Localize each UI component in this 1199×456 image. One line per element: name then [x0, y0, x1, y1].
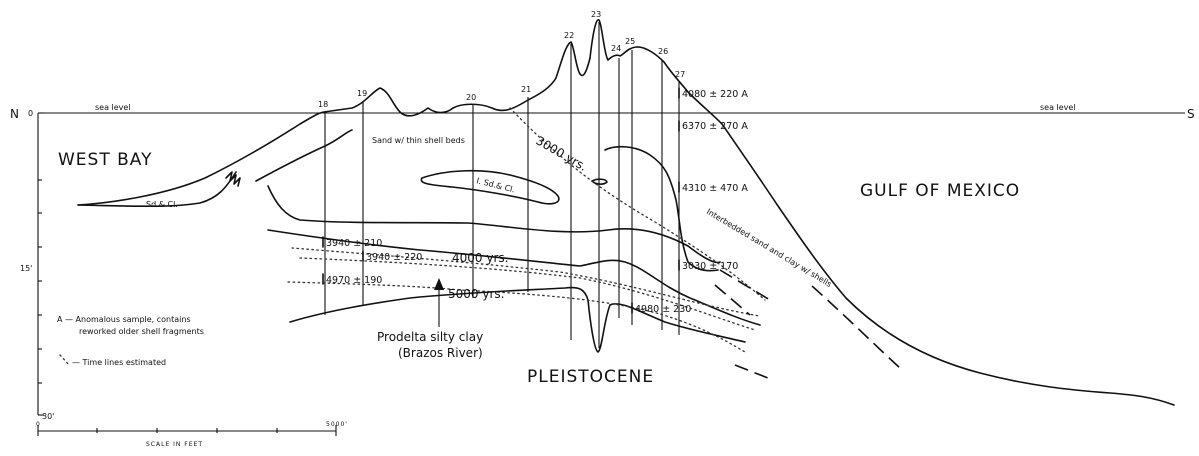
dashed-contact-1: [720, 270, 770, 300]
borehole-27: 27: [675, 70, 685, 79]
legend-anomalous-line1: A — Anomalous sample, contains: [57, 315, 191, 324]
sand-shell-beds-label: Sand w/ thin shell beds: [372, 136, 465, 145]
north-label: N: [10, 107, 19, 121]
borehole-21: 21: [521, 85, 531, 94]
scale-label: SCALE IN FEET: [146, 441, 203, 448]
interbedded-unit-label: Interbedded sand and clay w/ shells: [705, 207, 833, 289]
borehole-number-labels: 18 19 20 21 22 23 24 25 26 27: [318, 10, 685, 109]
sand-clay-wedge-label: Sd.& Cl.: [146, 200, 178, 209]
borehole-26: 26: [658, 47, 668, 56]
pleistocene-label: PLEISTOCENE: [527, 367, 654, 387]
depth-axis: N 0 15' 30': [10, 107, 54, 421]
date-label: 4080 ± 220 A: [682, 89, 748, 100]
sea-level-left-label: sea level: [95, 103, 131, 112]
legend: A — Anomalous sample, contains reworked …: [57, 315, 204, 367]
depth-30-label: 30': [42, 412, 54, 421]
date-label: 4980 ± 230: [635, 304, 691, 315]
prodelta-arrow: [434, 278, 444, 327]
borehole-20: 20: [466, 93, 476, 102]
gulf-of-mexico-label: GULF OF MEXICO: [860, 181, 1020, 201]
borehole-19: 19: [357, 89, 367, 98]
borehole-23: 23: [591, 10, 601, 19]
date-label: 3940 ± 220: [366, 252, 422, 263]
legend-timelines: — Time lines estimated: [72, 358, 166, 367]
west-bay-label: WEST BAY: [58, 150, 153, 170]
depth-15-label: 15': [20, 264, 32, 273]
legend-dotted-sample: [60, 355, 70, 366]
prodelta-label: Prodelta silty clay: [377, 330, 483, 344]
borehole-22: 22: [564, 31, 574, 40]
south-label: S: [1187, 107, 1195, 121]
scale-max: 5000': [326, 421, 348, 428]
depth-0-label: 0: [28, 109, 33, 118]
time-label-3000: 3000 yrs.: [534, 133, 590, 173]
dashed-contact-4: [812, 286, 900, 368]
borehole-18: 18: [318, 100, 328, 109]
date-label: 3940 ± 210: [326, 238, 382, 249]
sand-clay-lens-label: I. Sd.& Cl.: [476, 176, 516, 194]
brazos-river-label: (Brazos River): [398, 346, 483, 360]
date-label: 4970 ± 190: [326, 275, 382, 286]
ground-surface-profile: [78, 20, 1174, 405]
time-line-5000: [288, 282, 745, 352]
sand-body-upper-boundary: [256, 130, 352, 181]
time-label-5000: 5000 yrs.: [448, 287, 504, 301]
time-label-4000: 4000 yrs.: [452, 251, 508, 265]
legend-anomalous-line2: reworked older shell fragments: [79, 327, 204, 336]
scale-bar: 0 5000' SCALE IN FEET: [36, 421, 348, 448]
borehole-24: 24: [611, 44, 621, 53]
sea-level-right-label: sea level: [1040, 103, 1076, 112]
dashed-contact-3: [735, 365, 768, 378]
date-label: 3030 ± 170: [682, 261, 738, 272]
scale-zero: 0: [36, 421, 41, 428]
time-lines: [288, 108, 765, 352]
projected-contacts: [715, 270, 900, 378]
date-label: 4310 ± 470 A: [682, 183, 748, 194]
borehole-25: 25: [625, 37, 635, 46]
date-label: 6370 ± 270 A: [682, 121, 748, 132]
